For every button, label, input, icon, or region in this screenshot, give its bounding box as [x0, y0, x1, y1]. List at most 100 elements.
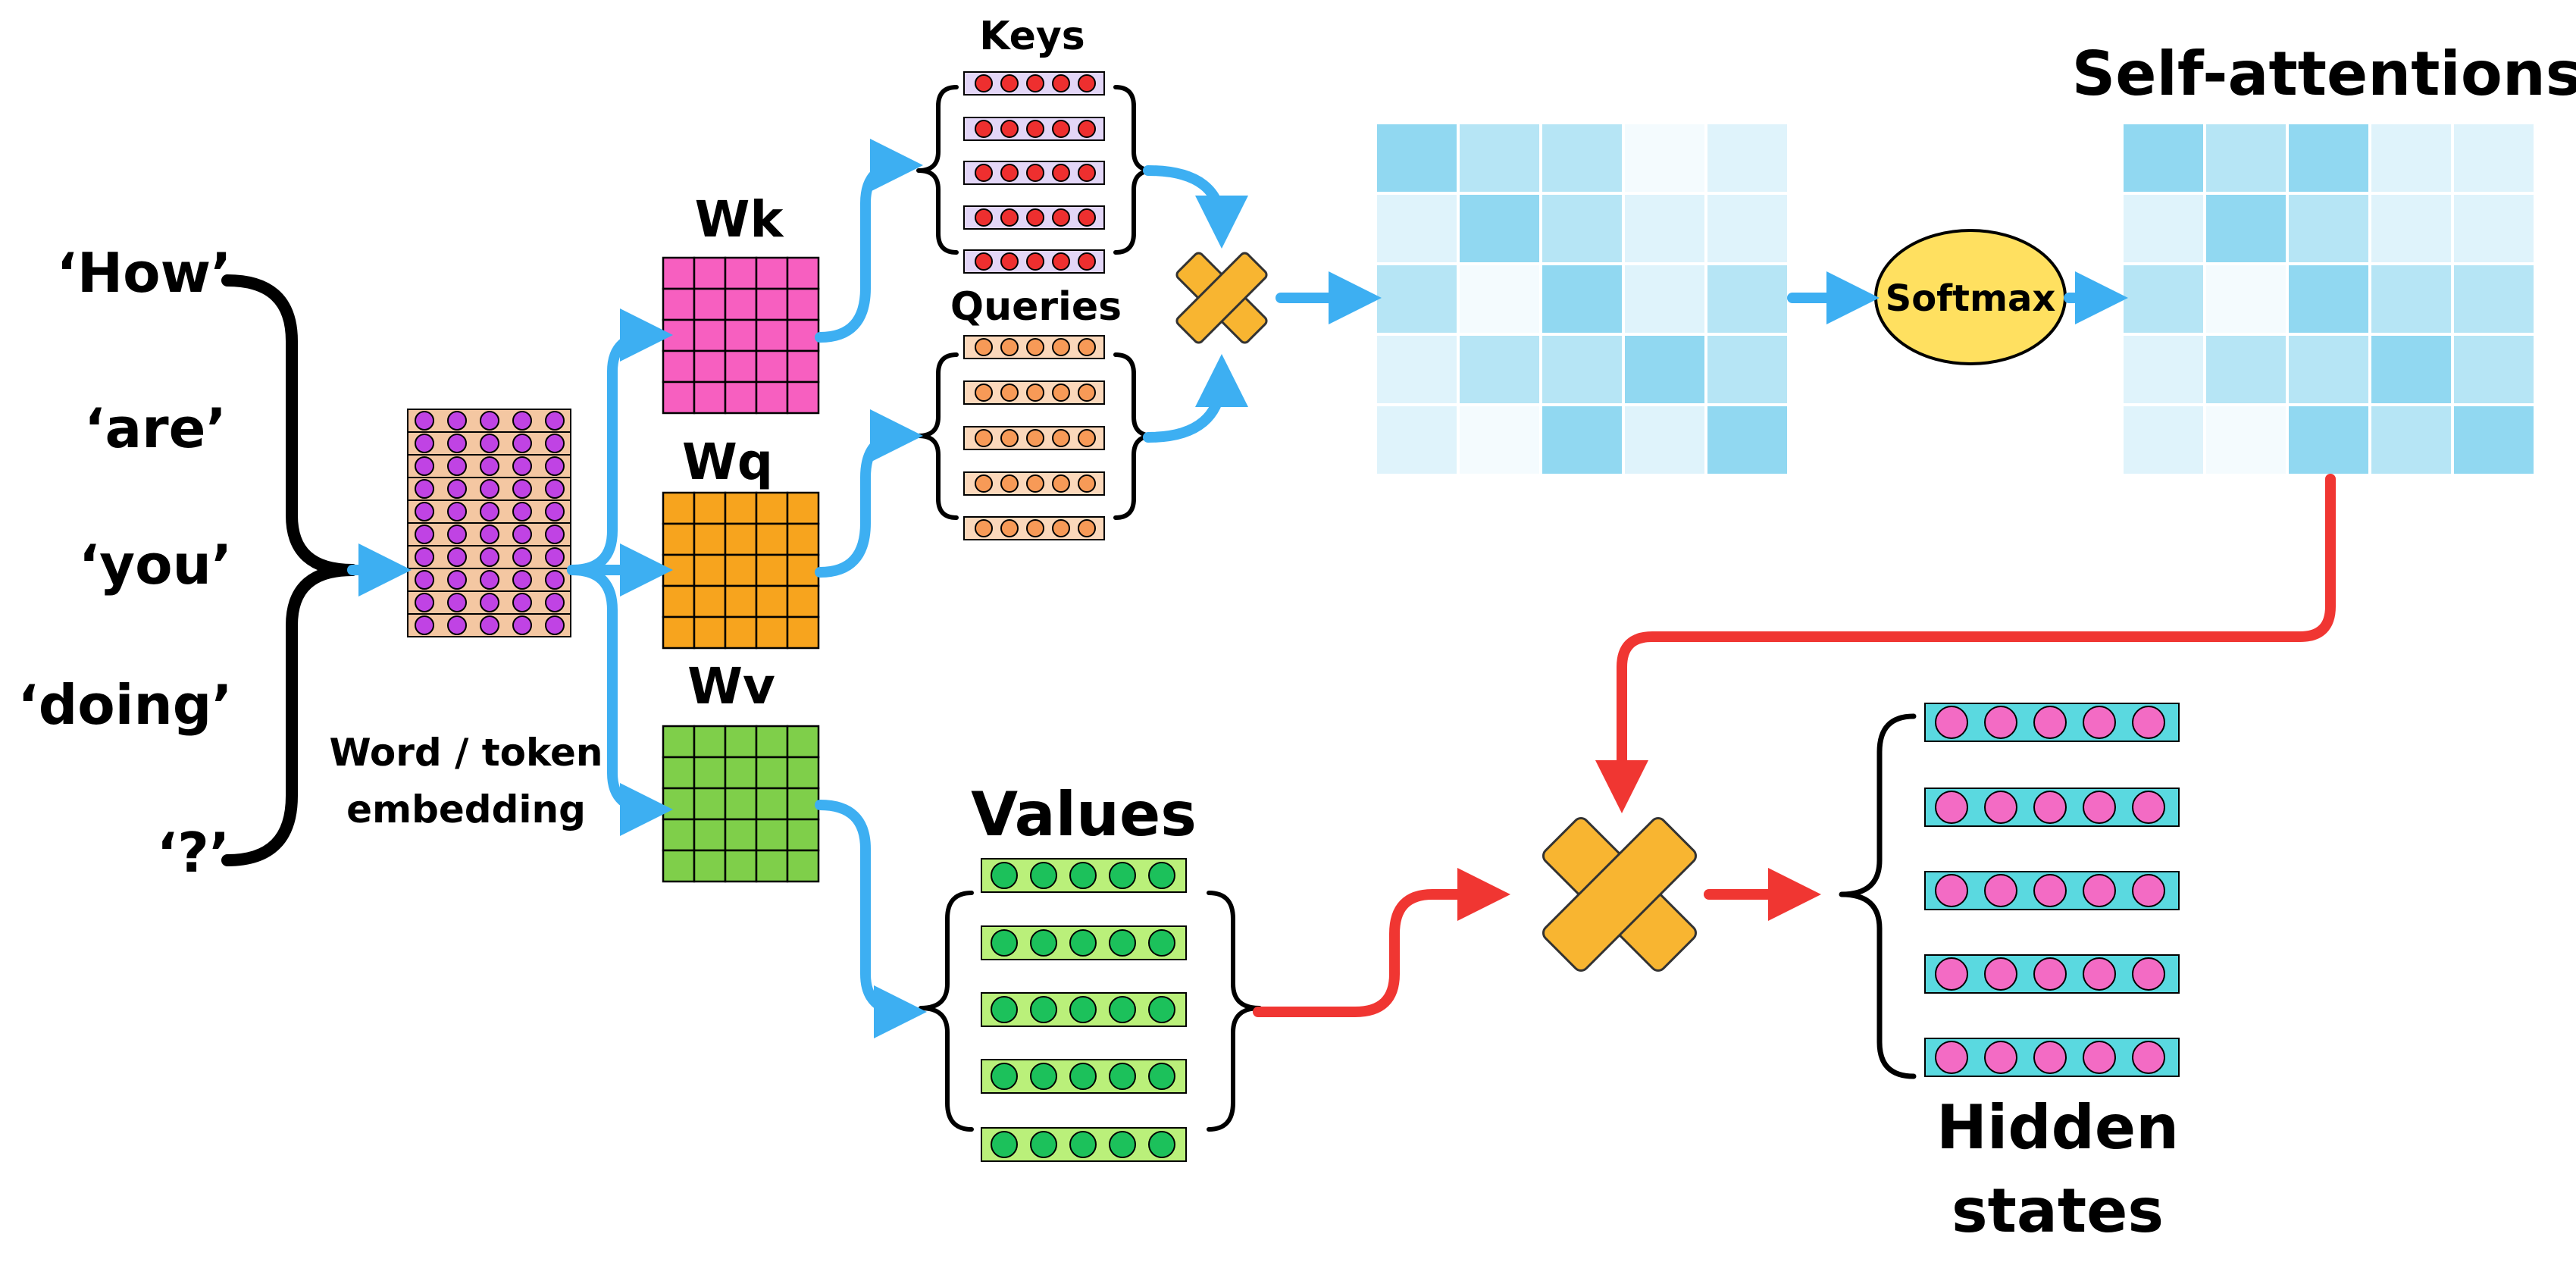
wk-cell: [693, 256, 727, 290]
embedding-dot: [480, 434, 499, 453]
attention-cell: [2121, 403, 2206, 477]
score-cell: [1457, 333, 1542, 406]
query-dot: [1000, 384, 1019, 402]
value-dot: [1069, 862, 1097, 889]
token-are: ‘are’: [84, 396, 227, 460]
value-dot: [1109, 1131, 1136, 1158]
embedding-dot: [512, 525, 532, 544]
wk-cell: [662, 256, 696, 290]
embedding-dot: [447, 502, 467, 521]
wq-cell: [786, 491, 820, 525]
keys-vectors: [963, 71, 1105, 274]
embedding-dot: [415, 593, 434, 612]
value-dot: [1148, 929, 1175, 957]
value-dot: [1148, 996, 1175, 1023]
score-cell: [1622, 262, 1707, 336]
key-dot: [1078, 74, 1096, 92]
score-cell: [1374, 403, 1460, 477]
attention-cell: [2286, 121, 2371, 195]
wv-cell: [755, 787, 789, 821]
key-dot: [975, 120, 993, 138]
attention-cell: [2121, 262, 2206, 336]
attention-cell: [2451, 121, 2537, 195]
attention-cell: [2451, 333, 2537, 406]
key-dot: [1026, 208, 1044, 227]
embedding-dot: [480, 502, 499, 521]
value-dot: [1030, 1131, 1057, 1158]
query-dot: [1078, 338, 1096, 356]
wq-cell: [724, 584, 758, 618]
attention-cell: [2203, 192, 2289, 265]
self-attentions-title: Self-attentions: [2072, 39, 2576, 109]
value-dot: [1030, 862, 1057, 889]
embedding-dot: [480, 593, 499, 612]
hidden-dot: [1935, 957, 1968, 991]
wk-label: Wk: [695, 190, 785, 249]
hidden-dot: [2083, 791, 2116, 824]
attention-cell: [2451, 192, 2537, 265]
wq-cell: [693, 491, 727, 525]
attention-cell: [2368, 262, 2454, 336]
wq-cell: [786, 522, 820, 556]
attention-cell: [2121, 333, 2206, 406]
token-how: ‘How’: [57, 241, 232, 305]
wq-cell: [693, 522, 727, 556]
score-cell: [1374, 262, 1460, 336]
score-cell: [1539, 333, 1625, 406]
embedding-dot: [415, 502, 434, 521]
key-dot: [1000, 252, 1019, 271]
values-label: Values: [971, 779, 1197, 850]
embedding-dot: [512, 570, 532, 590]
embedding-dot: [447, 615, 467, 635]
wk-matrix: [662, 256, 820, 415]
embedding-dot: [447, 593, 467, 612]
hidden-dot: [2132, 791, 2165, 824]
attention-score-matrix: [1374, 121, 1790, 477]
embedding-dot: [447, 411, 467, 431]
embedding-dot: [480, 615, 499, 635]
embedding-dot: [447, 479, 467, 499]
wv-cell: [693, 725, 727, 759]
value-dot: [991, 1063, 1018, 1090]
values-vectors: [981, 858, 1187, 1162]
hidden-dot: [1984, 874, 2017, 907]
value-dot: [1030, 996, 1057, 1023]
score-cell: [1374, 192, 1460, 265]
wk-cell: [662, 380, 696, 415]
embedding-dot: [447, 547, 467, 567]
key-dot: [1000, 74, 1019, 92]
hidden-dot: [1984, 1041, 2017, 1074]
token-list: ‘How’ ‘are’ ‘you’ ‘doing’ ‘?’: [17, 241, 232, 885]
score-cell: [1704, 403, 1790, 477]
attention-cell: [2286, 192, 2371, 265]
hidden-dot: [1984, 791, 2017, 824]
attention-cell: [2203, 403, 2289, 477]
keys-label: Keys: [979, 14, 1085, 59]
attention-cell: [2286, 262, 2371, 336]
wk-cell: [724, 256, 758, 290]
score-cell: [1704, 121, 1790, 195]
key-dot: [1052, 164, 1070, 182]
wq-cell: [724, 491, 758, 525]
hidden-dot: [2033, 791, 2067, 824]
query-dot: [1052, 429, 1070, 447]
embedding-label-line1: Word / token: [330, 731, 603, 775]
hidden-dot: [2132, 874, 2165, 907]
wq-cell: [724, 615, 758, 650]
wk-cell: [662, 349, 696, 384]
query-dot: [1052, 338, 1070, 356]
hidden-dot: [1935, 791, 1968, 824]
value-dot: [1030, 1063, 1057, 1090]
key-dot: [1078, 208, 1096, 227]
wv-label: Wv: [687, 657, 775, 716]
wk-cell: [662, 287, 696, 321]
wq-cell: [724, 522, 758, 556]
embedding-dot: [447, 570, 467, 590]
wv-cell: [724, 756, 758, 790]
hidden-brace: [1839, 713, 1917, 1079]
wq-cell: [662, 491, 696, 525]
attention-cell: [2203, 121, 2289, 195]
query-dot: [1000, 474, 1019, 493]
attention-cell: [2451, 262, 2537, 336]
wq-cell: [662, 553, 696, 587]
